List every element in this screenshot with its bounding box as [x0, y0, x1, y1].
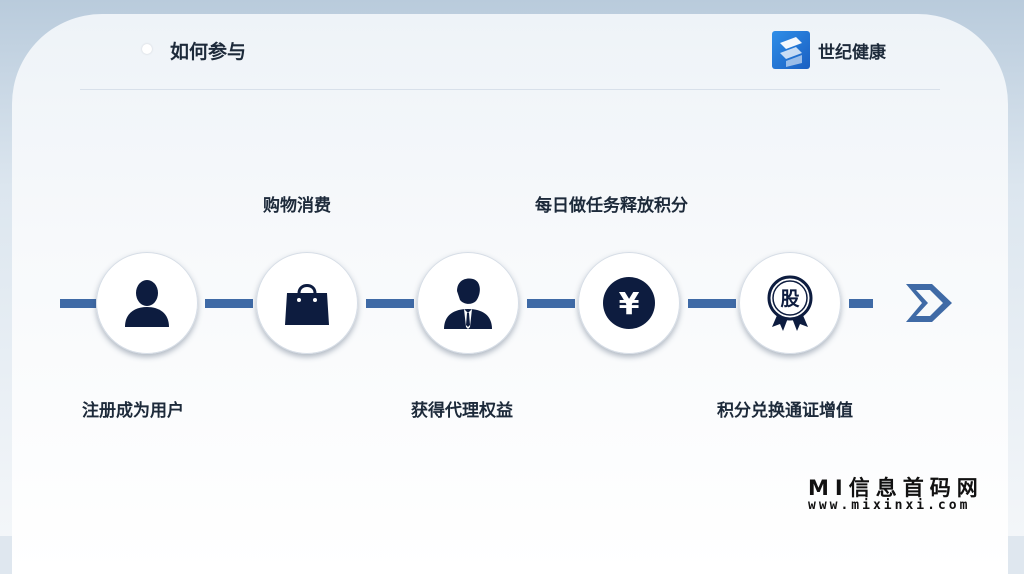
watermark-title: MI信息首码网: [808, 476, 984, 500]
connector-line: [688, 299, 736, 308]
step-label-shopping: 购物消费: [263, 196, 331, 216]
brand-name: 世纪健康: [818, 42, 886, 63]
step-label-exchange: 积分兑换通证增值: [717, 401, 853, 421]
yen-coin-icon: ¥: [603, 277, 655, 329]
connector-line: [849, 299, 873, 308]
step-node-tasks: ¥: [578, 252, 680, 354]
shopping-bag-icon: [285, 284, 329, 325]
step-node-shopping: [256, 252, 358, 354]
step-label-agent: 获得代理权益: [411, 401, 513, 421]
step-node-agent: [417, 252, 519, 354]
page-title: 如何参与: [170, 41, 247, 63]
step-node-register: [96, 252, 198, 354]
agent-icon: [444, 278, 492, 329]
stock-badge-icon: 股: [767, 275, 813, 331]
step-label-tasks: 每日做任务释放积分: [535, 196, 688, 216]
step-node-exchange: 股: [739, 252, 841, 354]
brand-logo-icon: [772, 31, 810, 69]
connector-line: [205, 299, 253, 308]
user-icon: [125, 280, 169, 327]
header-divider: [80, 89, 940, 90]
watermark-url: www.mixinxi.com: [808, 498, 971, 513]
bullet-dot: [142, 44, 152, 54]
yen-symbol: ¥: [619, 287, 640, 322]
connector-line: [527, 299, 575, 308]
connector-line: [366, 299, 414, 308]
badge-text: 股: [780, 288, 799, 310]
connector-line: [60, 299, 98, 308]
chevron-right-icon: [906, 284, 952, 322]
step-label-register: 注册成为用户: [82, 401, 184, 421]
brand: 世纪健康: [772, 31, 886, 69]
